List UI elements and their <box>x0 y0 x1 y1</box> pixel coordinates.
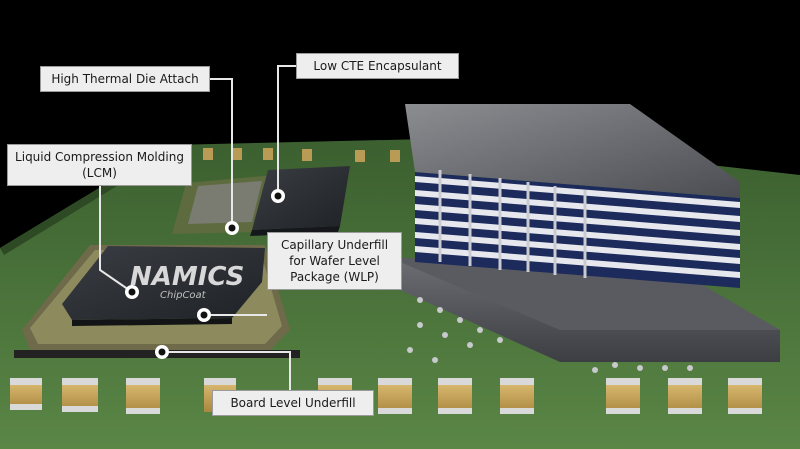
capacitor <box>378 378 412 414</box>
marker-die-attach <box>225 221 239 235</box>
capacitor <box>728 378 762 414</box>
callout-board-text: Board Level Underfill <box>230 396 356 410</box>
encapsulant-chip <box>252 166 350 230</box>
callout-die-attach-text: High Thermal Die Attach <box>51 72 199 86</box>
leader-die-attach <box>210 78 233 228</box>
capacitor <box>10 378 42 410</box>
leader-lcm <box>99 186 133 293</box>
callout-encapsulant: Low CTE Encapsulant <box>296 53 459 79</box>
capacitor <box>62 378 98 412</box>
callout-lcm: Liquid Compression Molding (LCM) <box>7 144 192 186</box>
module-pillars <box>438 170 587 278</box>
die-attach-die <box>188 181 262 224</box>
marker-capillary <box>197 308 211 322</box>
module-roof <box>405 104 740 198</box>
callout-board-underfill: Board Level Underfill <box>212 390 374 416</box>
marker-board <box>155 345 169 359</box>
callout-capillary-text: Capillary Underfill for Wafer Level Pack… <box>280 238 389 284</box>
lcm-chip-side <box>72 318 232 326</box>
chip-product-text: ChipCoat <box>160 290 207 301</box>
callout-encapsulant-text: Low CTE Encapsulant <box>313 59 442 73</box>
marker-encapsulant <box>271 189 285 203</box>
lcm-chip <box>62 246 265 320</box>
front-capacitors <box>10 378 762 414</box>
back-row-components <box>203 148 400 162</box>
capacitor <box>668 378 702 414</box>
leader-encapsulant <box>277 65 296 196</box>
callout-die-attach: High Thermal Die Attach <box>40 66 210 92</box>
callout-lcm-text: Liquid Compression Molding (LCM) <box>15 150 184 180</box>
capacitor <box>606 378 640 414</box>
capacitor <box>500 378 534 414</box>
solder-balls <box>407 297 693 373</box>
callout-capillary-underfill: Capillary Underfill for Wafer Level Pack… <box>267 232 402 290</box>
marker-lcm <box>125 285 139 299</box>
target-markers <box>125 189 285 359</box>
chip-brand-text: NAMICS <box>130 262 244 292</box>
module-stripes <box>415 176 740 278</box>
capacitor <box>438 378 472 414</box>
capacitor <box>126 378 160 414</box>
